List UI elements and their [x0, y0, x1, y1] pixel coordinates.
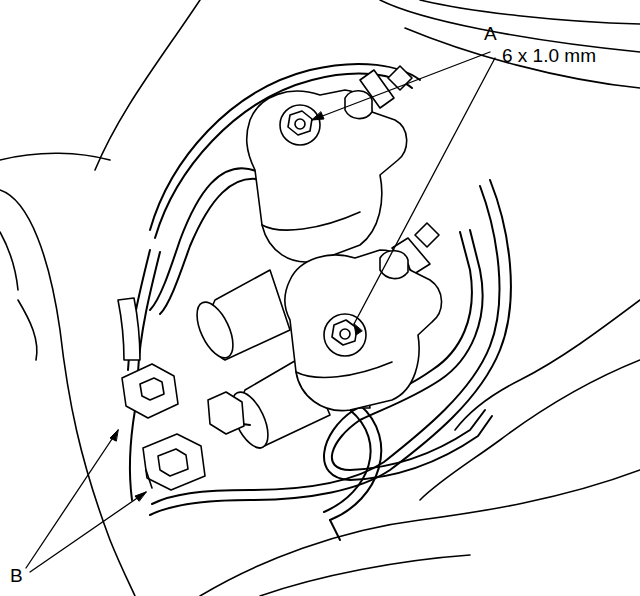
brake-pipe [330, 405, 381, 520]
body-panel-line [405, 28, 640, 88]
brake-pipe [324, 410, 371, 512]
body-panel-line [420, 0, 640, 24]
port-boss [345, 91, 372, 119]
mount-bolt [288, 111, 312, 135]
leader-line [30, 492, 146, 572]
arrow-head [312, 112, 324, 120]
leader-line [312, 52, 490, 120]
arrow-head [110, 430, 118, 441]
block-edge [262, 212, 360, 230]
body-panel-line [260, 555, 470, 596]
electrical-connector [208, 392, 244, 434]
modulator-block [285, 250, 442, 411]
mount-bolt-washer [324, 314, 366, 356]
body-panel-line [18, 300, 37, 360]
connector-latch [140, 378, 164, 400]
connector-edge [146, 470, 152, 488]
body-panel-line [455, 300, 640, 430]
arrow-head [135, 492, 146, 501]
leader-line [354, 58, 495, 324]
body-panel-line [95, 0, 200, 170]
body-panel-line [0, 190, 135, 596]
mount-bolt-center [340, 329, 350, 339]
wire-harness [138, 252, 160, 372]
body-panel-line [0, 153, 110, 160]
body-panel-line [420, 360, 640, 500]
callout-letter: B [10, 566, 23, 587]
block-edge [296, 362, 392, 377]
leader-line [26, 430, 118, 568]
flare-nut [415, 223, 439, 247]
mount-bolt [332, 320, 357, 345]
solenoid-end [190, 297, 241, 363]
bolt-dimension: 6 x 1.0 mm [502, 46, 596, 67]
brake-pipe [330, 520, 340, 540]
harness-clip [118, 298, 140, 360]
mount-bolt-center [295, 119, 305, 129]
callout-letter: A [484, 24, 497, 45]
wire-harness [130, 410, 135, 500]
arrow-head [354, 324, 362, 335]
modulator-block [247, 90, 407, 262]
body-panel-line [0, 232, 18, 290]
mount-bolt-washer [280, 105, 320, 145]
body-panel-line [380, 0, 640, 52]
port-boss [380, 251, 408, 279]
electrical-connector [122, 364, 178, 418]
connector-latch [158, 449, 188, 476]
electrical-connector [143, 434, 205, 490]
